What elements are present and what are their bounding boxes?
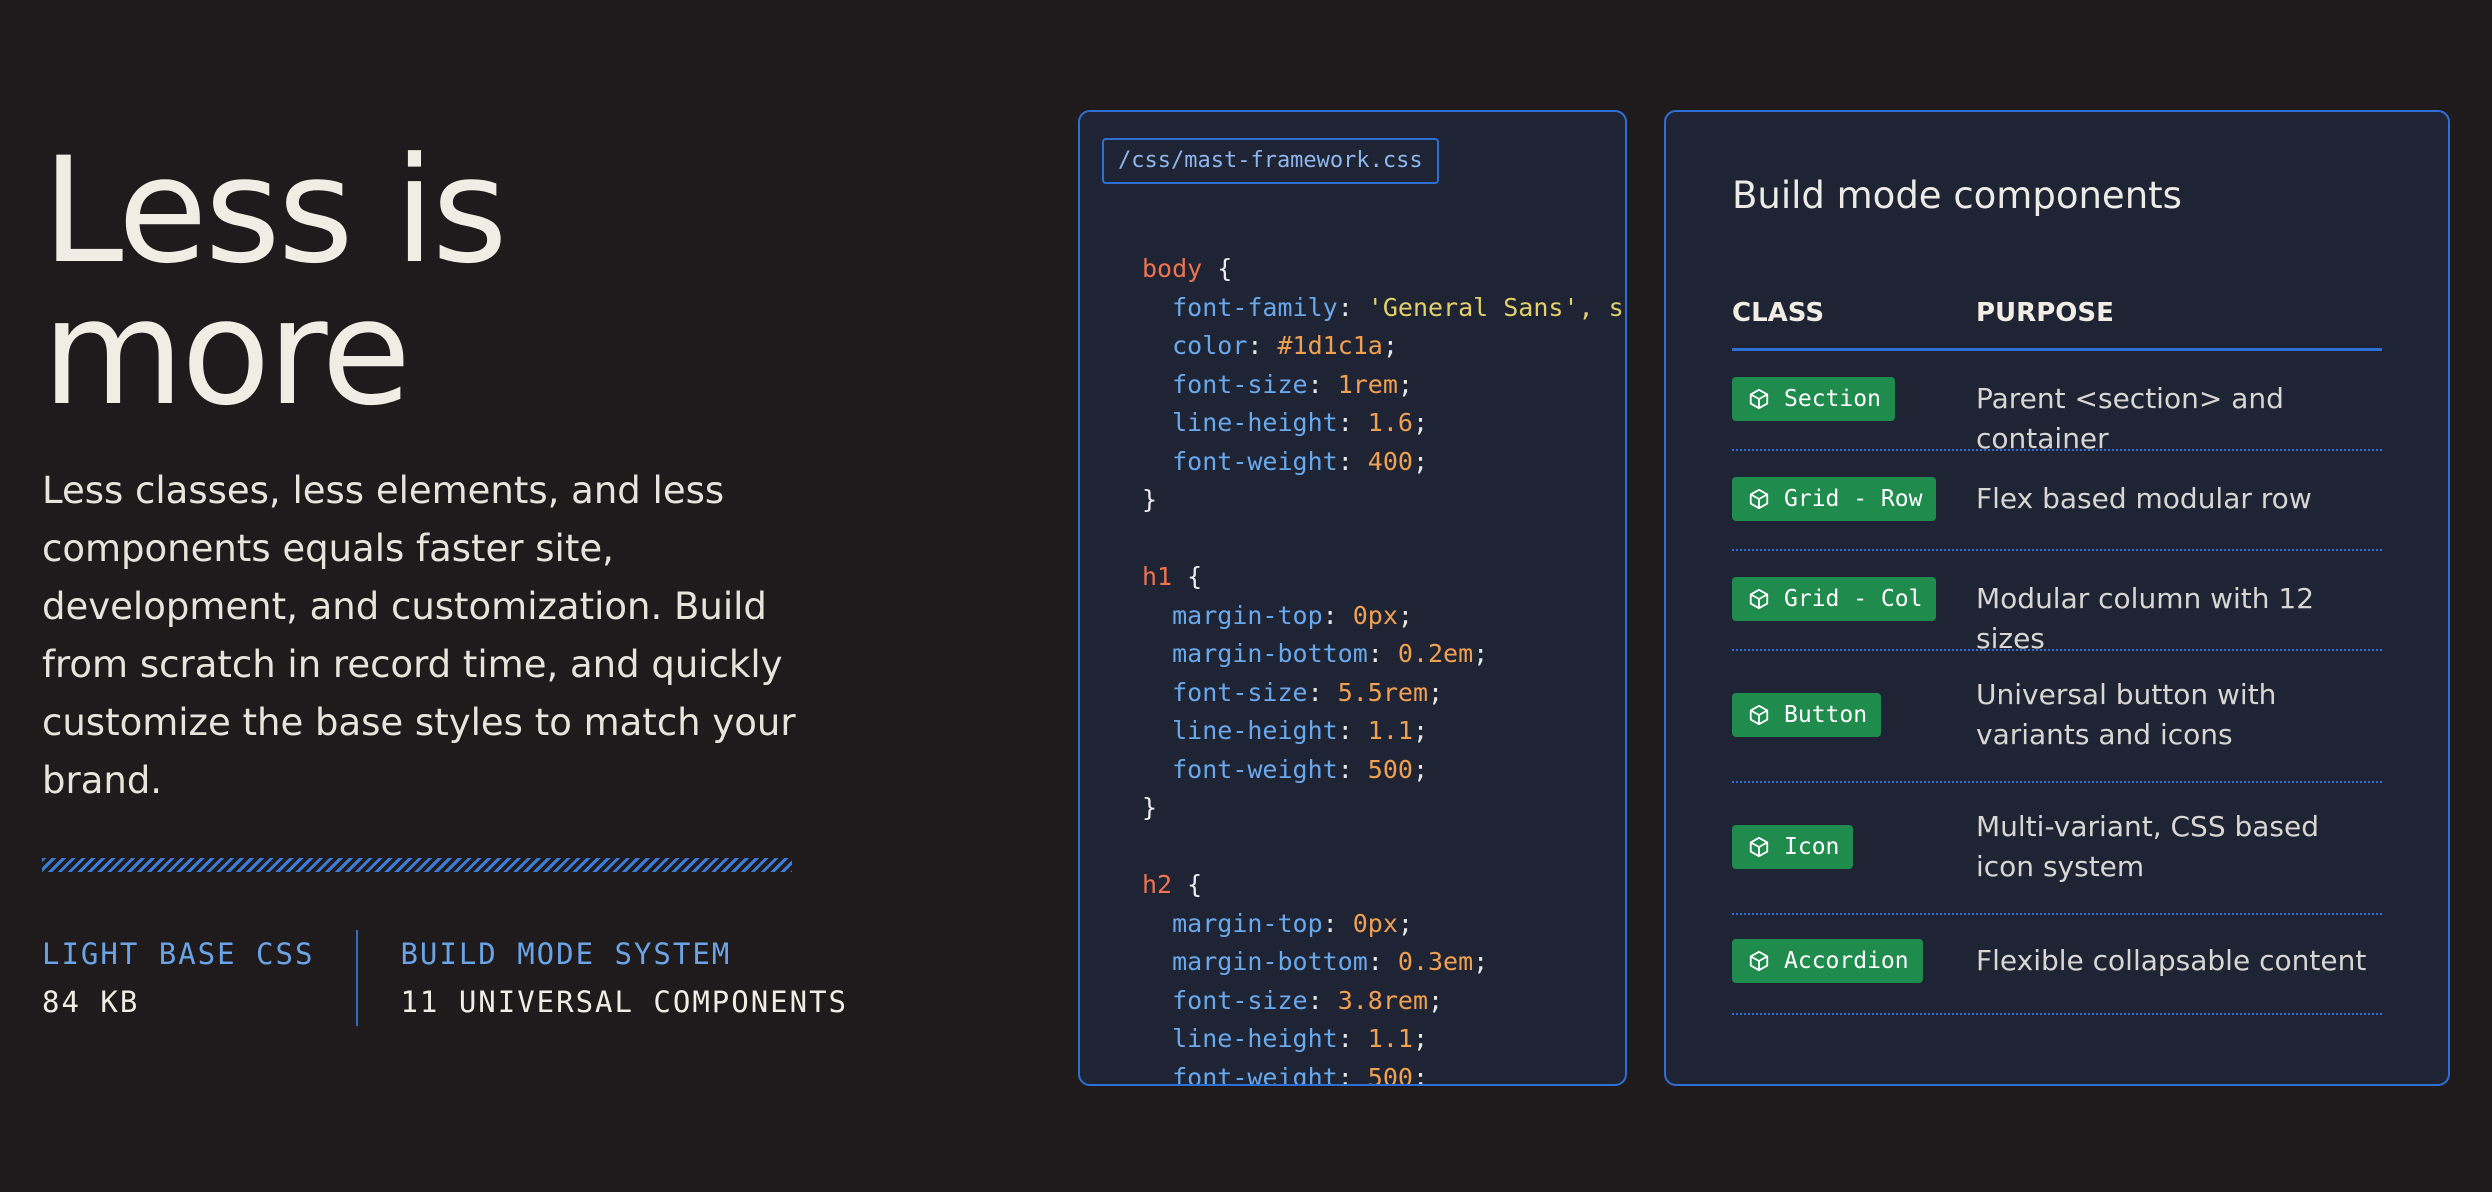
badge-label: Button: [1784, 702, 1868, 728]
table-row: Accordion Flexible collapsable content: [1732, 915, 2382, 1015]
component-badge[interactable]: Accordion: [1732, 939, 1923, 983]
hero-title: Less is more: [42, 126, 802, 438]
stat-label: BUILD MODE SYSTEM: [400, 937, 732, 971]
table-row: Section Parent <section> and container: [1732, 351, 2382, 455]
component-badge[interactable]: Section: [1732, 377, 1895, 421]
component-badge[interactable]: Icon: [1732, 825, 1854, 869]
table-row: Grid - Col Modular column with 12 sizes: [1732, 551, 2382, 655]
stat-value: 84 KB: [42, 985, 140, 1019]
cube-icon: [1749, 950, 1769, 972]
table-row: Icon Multi-variant, CSS based icon syste…: [1732, 783, 2382, 915]
components-title: Build mode components: [1732, 174, 2182, 217]
table-row: Button Universal button with variants an…: [1732, 651, 2382, 783]
column-header-purpose: PURPOSE: [1976, 298, 2114, 328]
purpose-text: Multi-variant, CSS based icon system: [1976, 810, 2320, 883]
stat-components: BUILD MODE SYSTEM 11 UNIVERSAL COMPONENT…: [356, 930, 848, 1026]
badge-label: Accordion: [1784, 948, 1909, 974]
cube-icon: [1749, 488, 1769, 510]
component-badge[interactable]: Button: [1732, 693, 1882, 737]
purpose-text: Flex based modular row: [1976, 482, 2312, 515]
purpose-text: Universal button with variants and icons: [1976, 678, 2277, 751]
purpose-text: Parent <section> and container: [1976, 382, 2284, 455]
file-path-label: /css/mast-framework.css: [1102, 138, 1439, 184]
hero-section: Less is more Less classes, less elements…: [42, 126, 802, 810]
purpose-text: Flexible collapsable content: [1976, 944, 2367, 977]
hero-title-line-1: Less is: [42, 126, 508, 296]
cube-icon: [1749, 388, 1769, 410]
components-card: Build mode components CLASS PURPOSE Sect…: [1664, 110, 2450, 1086]
stat-label: LIGHT BASE CSS: [42, 937, 315, 971]
cube-icon: [1749, 704, 1769, 726]
cube-icon: [1749, 588, 1769, 610]
table-header: CLASS PURPOSE: [1732, 298, 2382, 351]
code-card[interactable]: /css/mast-framework.css body { font-fami…: [1078, 110, 1627, 1086]
striped-divider: [42, 858, 792, 872]
stat-value: 11 UNIVERSAL COMPONENTS: [400, 985, 849, 1019]
badge-label: Icon: [1784, 834, 1840, 860]
badge-label: Section: [1784, 386, 1881, 412]
table-row: Grid - Row Flex based modular row: [1732, 451, 2382, 551]
stats-bar: LIGHT BASE CSS 84 KB BUILD MODE SYSTEM 1…: [42, 930, 848, 1026]
column-header-class: CLASS: [1732, 298, 1825, 328]
badge-label: Grid - Col: [1784, 586, 1923, 612]
component-badge[interactable]: Grid - Row: [1732, 477, 1937, 521]
hero-description: Less classes, less elements, and less co…: [42, 469, 796, 802]
hero-title-line-2: more: [42, 268, 411, 438]
component-badge[interactable]: Grid - Col: [1732, 577, 1937, 621]
cube-icon: [1749, 836, 1769, 858]
badge-label: Grid - Row: [1784, 486, 1923, 512]
purpose-text: Modular column with 12 sizes: [1976, 582, 2315, 655]
stat-css-size: LIGHT BASE CSS 84 KB: [42, 930, 314, 1026]
css-code-block: body { font-family: 'General Sans', sans…: [1142, 254, 1625, 1086]
